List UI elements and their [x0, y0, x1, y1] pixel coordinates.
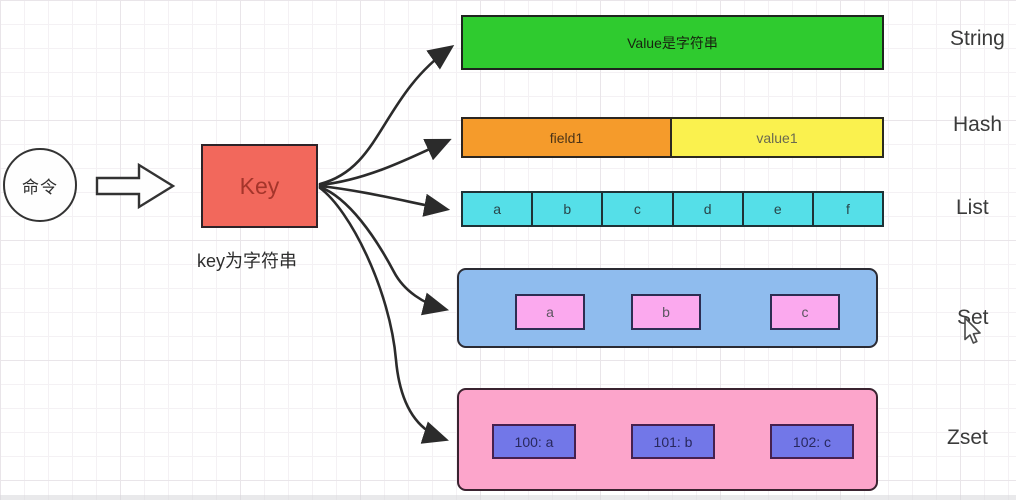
- command-circle: 命令: [3, 148, 77, 222]
- hash-value-box: value1: [670, 117, 884, 158]
- string-value-box: Value是字符串: [461, 15, 884, 70]
- list-row: a b c d e f: [461, 191, 885, 227]
- set-item: b: [631, 294, 701, 330]
- row-label-hash: Hash: [953, 113, 1003, 136]
- set-item: a: [515, 294, 585, 330]
- command-label: 命令: [22, 177, 58, 197]
- arrow-key-to-hash: [318, 138, 452, 187]
- zset-container: 100: a 101: b 102: c: [457, 388, 878, 491]
- arrow-key-to-list: [318, 184, 451, 217]
- key-caption: key为字符串: [197, 251, 298, 271]
- list-cell: f: [811, 191, 885, 227]
- arrow-key-to-zset: [318, 186, 449, 444]
- key-label: Key: [239, 172, 280, 199]
- string-value-text: Value是字符串: [627, 34, 718, 51]
- set-container: a b c: [457, 268, 878, 348]
- hash-field-box: field1: [461, 117, 672, 158]
- row-label-string: String: [950, 27, 1005, 50]
- set-item: c: [770, 294, 840, 330]
- list-cell: a: [461, 191, 534, 227]
- zset-item: 101: b: [631, 424, 715, 459]
- key-box: Key: [201, 144, 318, 228]
- mouse-cursor-icon: [964, 317, 981, 344]
- list-cell: e: [741, 191, 814, 227]
- zset-item: 100: a: [492, 424, 576, 459]
- arrow-key-to-string: [318, 44, 455, 186]
- arrow-key-to-set: [318, 185, 450, 316]
- zset-item: 102: c: [770, 424, 854, 459]
- list-cell: b: [531, 191, 604, 227]
- flow-arrow-icon: [95, 162, 176, 210]
- list-cell: d: [671, 191, 744, 227]
- row-label-zset: Zset: [947, 426, 988, 449]
- row-label-list: List: [956, 196, 989, 219]
- hash-field-text: field1: [549, 129, 584, 146]
- hash-value-text: value1: [756, 129, 798, 146]
- list-cell: c: [601, 191, 674, 227]
- window-bottom-edge: [0, 495, 1016, 500]
